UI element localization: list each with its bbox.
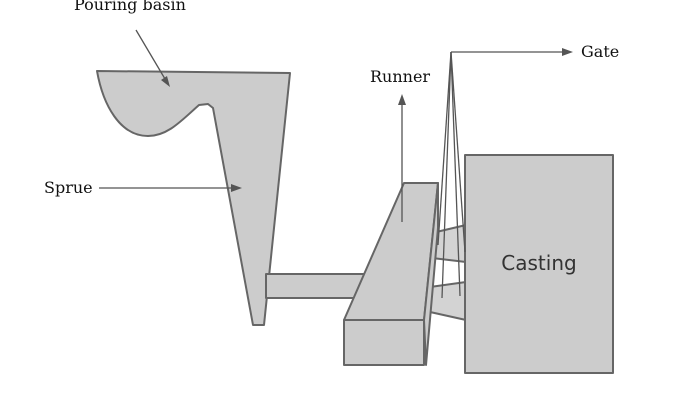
sprue-arrowhead xyxy=(231,184,242,192)
runner-top-face xyxy=(343,182,439,321)
gate-leader-to-lower-right xyxy=(450,51,461,297)
gate-leader-to-upper-left xyxy=(437,51,452,246)
pouring-basin-and-sprue xyxy=(96,70,291,326)
runner-front-face xyxy=(343,319,425,366)
runner-label: Runner xyxy=(370,67,430,86)
sprue-runner-connector xyxy=(265,273,367,299)
gate-label: Gate xyxy=(581,42,619,61)
pouring-basin-label: Pouring basin xyxy=(74,0,186,14)
pouring-basin-arrowhead xyxy=(161,76,170,87)
gate-arrowhead xyxy=(562,48,573,56)
gate-leader-to-upper-right xyxy=(450,51,466,253)
runner-side-face xyxy=(423,182,439,366)
casting-label: Casting xyxy=(501,251,576,275)
runner-arrowhead xyxy=(398,94,406,105)
casting-block xyxy=(464,154,614,374)
lower-gate xyxy=(429,281,467,321)
sprue-label: Sprue xyxy=(44,178,93,197)
gate-leader-to-lower-left xyxy=(441,51,452,299)
pouring-basin-leader xyxy=(135,29,169,85)
